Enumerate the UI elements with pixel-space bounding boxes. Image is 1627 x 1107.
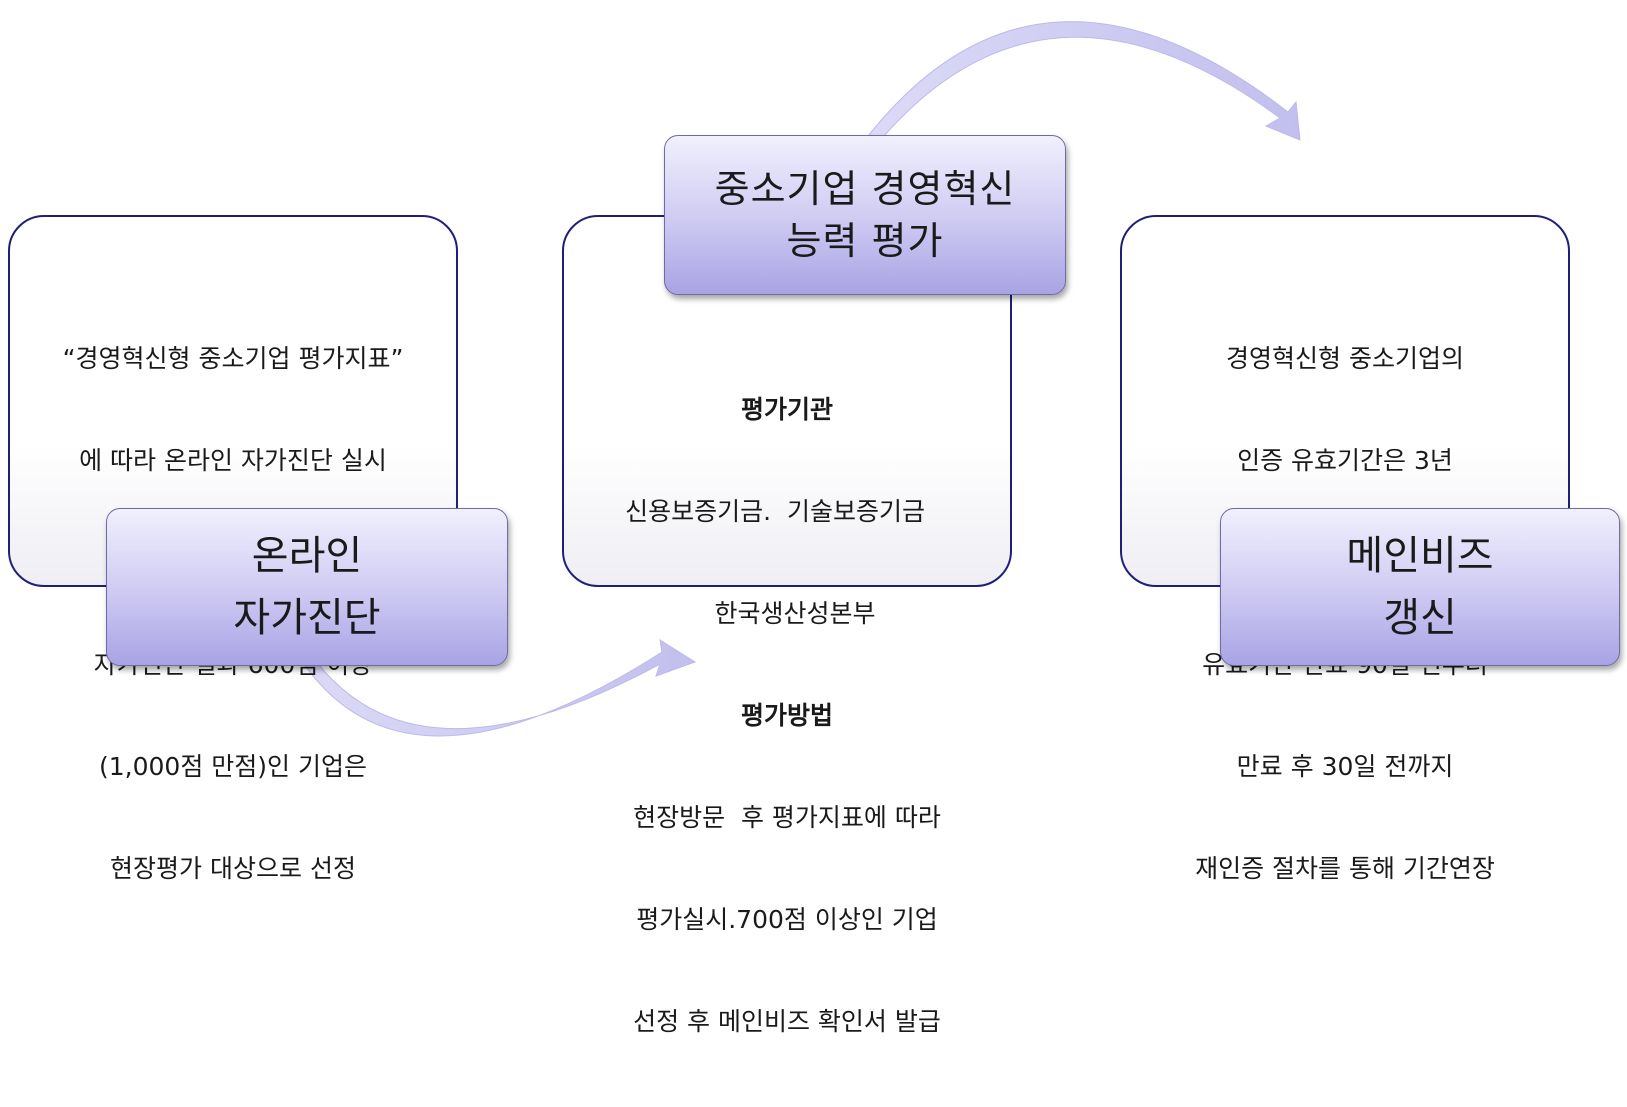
step-3-title-line: 갱신 xyxy=(1383,595,1457,641)
step-2-text-line: 선정 후 메인비즈 확인서 발급 xyxy=(633,1007,941,1036)
step-1-text-line: 에 따라 온라인 자가진단 실시 xyxy=(79,446,387,475)
curved-arrow-bottom xyxy=(295,638,697,737)
step-3-text-line: 경영혁신형 중소기업의 xyxy=(1226,344,1464,373)
step-3-text-line: 재인증 절차를 통해 기간연장 xyxy=(1195,854,1495,883)
process-arrows xyxy=(295,21,1301,737)
step-3-text-line: 만료 후 30일 전까지 xyxy=(1236,752,1454,781)
step-2-text-line: 평가기관 xyxy=(740,395,833,424)
step-3-text-line: 인증 유효기간은 3년 xyxy=(1237,446,1453,475)
step-2-text-line: 현장방문 후 평가지표에 따라 xyxy=(633,803,941,832)
step-2-text-line: 평가방법 xyxy=(740,701,833,730)
step-3-title-line: 메인비즈 xyxy=(1346,533,1494,579)
step-2-description: 평가기관 신용보증기금. 기술보증기금 한국생산성본부 평가방법 현장방문 후 … xyxy=(564,325,1010,1107)
step-1-text-line: “경영혁신형 중소기업 평가지표” xyxy=(62,344,404,373)
step-2-title: 중소기업 경영혁신 능력 평가 xyxy=(664,135,1066,295)
step-1-text-line: 현장평가 대상으로 선정 xyxy=(110,854,356,883)
step-2-title-line: 중소기업 경영혁신 xyxy=(714,167,1016,211)
step-1-title-line: 온라인 xyxy=(251,533,363,579)
step-2-text-line: 평가실시.700점 이상인 기업 xyxy=(636,905,938,934)
step-2-title-line: 능력 평가 xyxy=(786,219,944,263)
step-1-title: 온라인 자가진단 xyxy=(106,508,508,666)
step-1-title-line: 자가진단 xyxy=(233,595,381,641)
step-3-title: 메인비즈 갱신 xyxy=(1220,508,1620,666)
step-2-text-line: 한국생산성본부 xyxy=(698,599,876,628)
curved-arrow-top xyxy=(866,21,1301,141)
step-2-text-line: 신용보증기금. 기술보증기금 xyxy=(625,497,949,526)
step-1-text-line: (1,000점 만점)인 기업은 xyxy=(99,752,367,781)
